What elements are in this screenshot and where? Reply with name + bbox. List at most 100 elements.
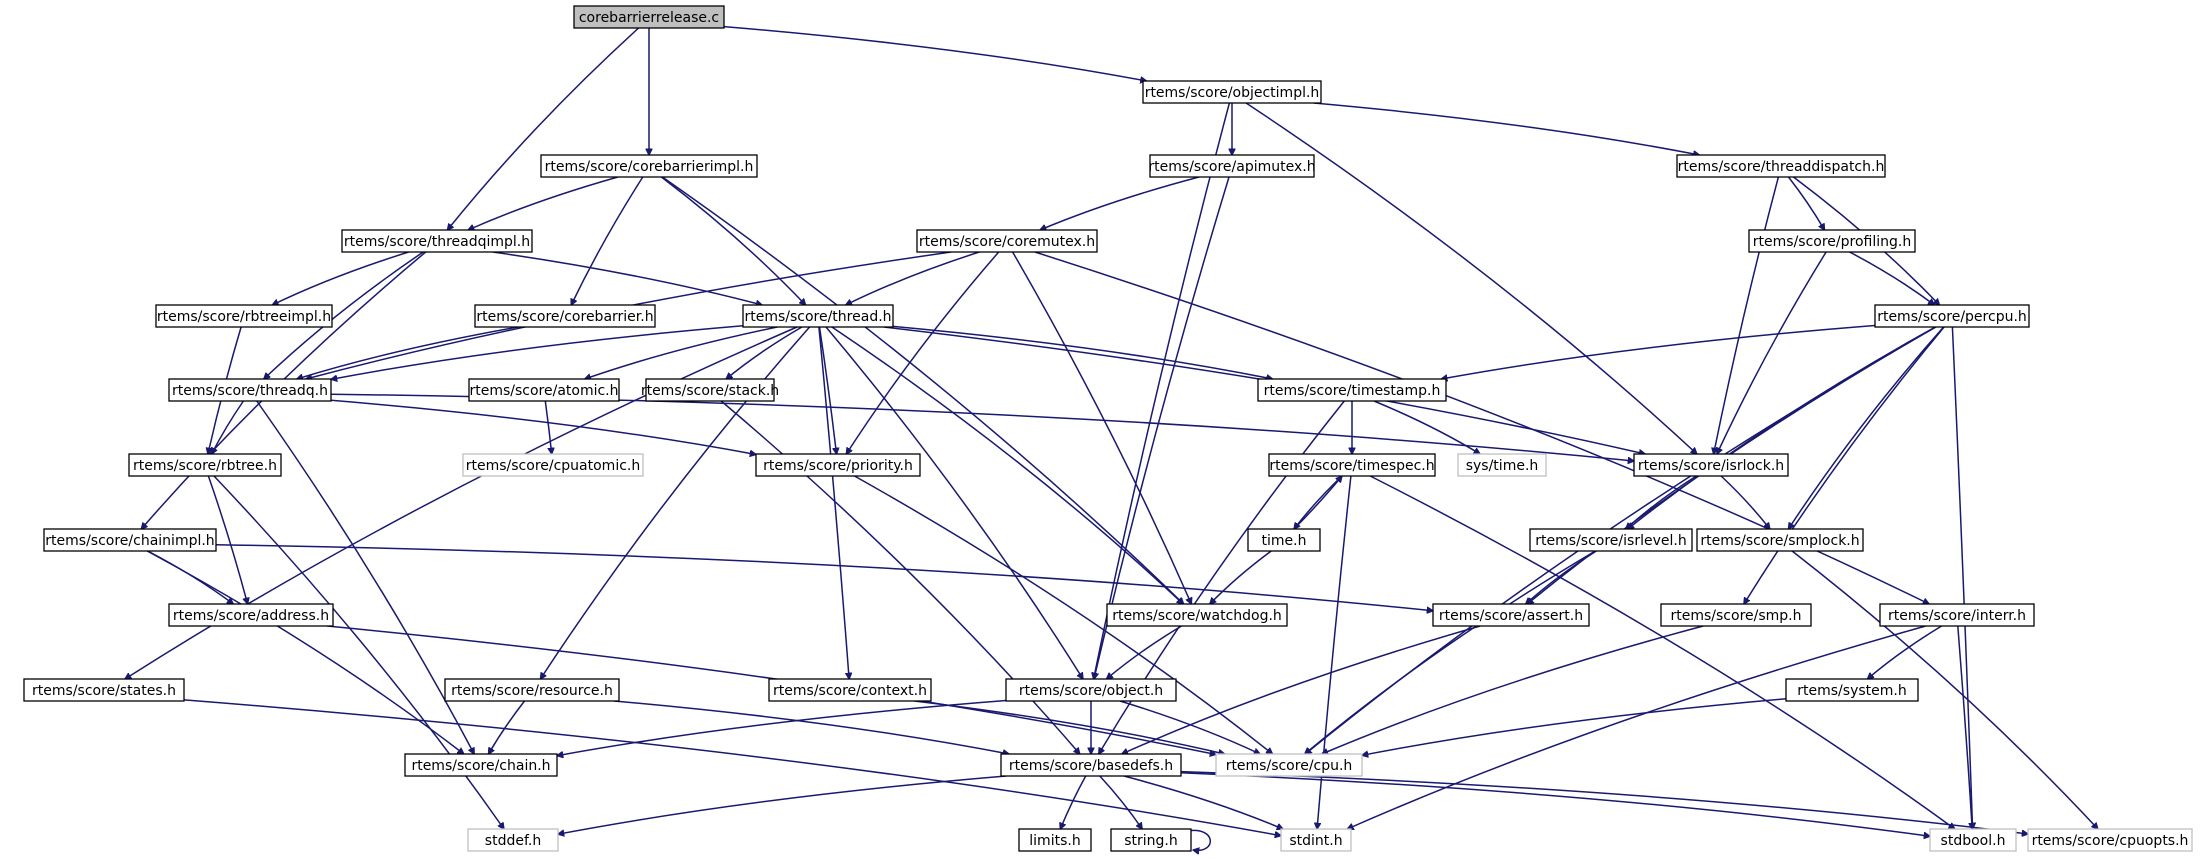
node-cpuopts[interactable]: rtems/score/cpuopts.h [2027, 828, 2193, 852]
node-corebarrierimpl[interactable]: rtems/score/corebarrierimpl.h [540, 154, 758, 178]
node-box-watchdog[interactable] [1106, 603, 1288, 627]
edge-resource-to-basedefs [613, 700, 1009, 754]
node-box-object[interactable] [1005, 678, 1177, 702]
node-rbtree[interactable]: rtems/score/rbtree.h [128, 453, 282, 477]
node-address[interactable]: rtems/score/address.h [168, 603, 334, 627]
node-box-stack[interactable] [645, 378, 775, 402]
node-rbtreeimpl[interactable]: rtems/score/rbtreeimpl.h [155, 304, 333, 328]
node-chain[interactable]: rtems/score/chain.h [404, 753, 558, 777]
node-apimutex[interactable]: rtems/score/apimutex.h [1148, 154, 1316, 178]
node-label-string: string.h [1124, 833, 1178, 849]
node-label-chain: rtems/score/chain.h [411, 758, 550, 774]
node-box-threadq[interactable] [168, 378, 332, 402]
node-label-stack: rtems/score/stack.h [641, 383, 779, 399]
node-box-threadqimpl[interactable] [341, 229, 533, 253]
node-threaddispatch[interactable]: rtems/score/threaddispatch.h [1676, 154, 1886, 178]
node-thread[interactable]: rtems/score/thread.h [742, 304, 894, 328]
node-string[interactable]: string.h [1110, 828, 1192, 852]
node-box-root[interactable] [573, 5, 725, 29]
node-isrlevel[interactable]: rtems/score/isrlevel.h [1529, 528, 1693, 552]
edge-profiling-to-isrlock [1717, 251, 1827, 454]
node-box-isrlevel[interactable] [1529, 528, 1693, 552]
node-states[interactable]: rtems/score/states.h [23, 678, 185, 702]
node-stdbool[interactable]: stdbool.h [1929, 828, 2017, 852]
node-stdint[interactable]: stdint.h [1280, 828, 1352, 852]
node-smplock[interactable]: rtems/score/smplock.h [1696, 528, 1864, 552]
node-system[interactable]: rtems/system.h [1785, 678, 1919, 702]
node-stddef[interactable]: stddef.h [467, 828, 559, 852]
node-watchdog[interactable]: rtems/score/watchdog.h [1106, 603, 1288, 627]
node-object[interactable]: rtems/score/object.h [1005, 678, 1177, 702]
node-box-interr[interactable] [1879, 603, 2035, 627]
node-box-corebarrierimpl[interactable] [540, 154, 758, 178]
node-coremutex[interactable]: rtems/score/coremutex.h [916, 229, 1098, 253]
node-box-rbtree[interactable] [128, 453, 282, 477]
node-priority[interactable]: rtems/score/priority.h [755, 453, 921, 477]
node-threadq[interactable]: rtems/score/threadq.h [168, 378, 332, 402]
node-box-limits[interactable] [1018, 828, 1092, 852]
node-profiling[interactable]: rtems/score/profiling.h [1748, 229, 1916, 253]
node-box-smp[interactable] [1660, 603, 1812, 627]
node-box-chain[interactable] [404, 753, 558, 777]
node-chainimpl[interactable]: rtems/score/chainimpl.h [43, 528, 217, 552]
edge-assert-to-basedefs [1122, 625, 1481, 754]
node-timeh[interactable]: time.h [1247, 528, 1321, 552]
node-timespec[interactable]: rtems/score/timespec.h [1268, 453, 1436, 477]
node-box-systime[interactable] [1457, 453, 1547, 477]
node-box-isrlock[interactable] [1633, 453, 1789, 477]
node-box-assert[interactable] [1432, 603, 1590, 627]
node-stack[interactable]: rtems/score/stack.h [641, 378, 779, 402]
node-box-objectimpl[interactable] [1142, 80, 1322, 104]
node-label-smp: rtems/score/smp.h [1671, 608, 1802, 624]
node-basedefs[interactable]: rtems/score/basedefs.h [1000, 753, 1182, 777]
node-box-basedefs[interactable] [1000, 753, 1182, 777]
node-systime[interactable]: sys/time.h [1457, 453, 1547, 477]
node-timestamp[interactable]: rtems/score/timestamp.h [1257, 378, 1447, 402]
node-context[interactable]: rtems/score/context.h [768, 678, 932, 702]
node-resource[interactable]: rtems/score/resource.h [444, 678, 620, 702]
node-box-address[interactable] [168, 603, 334, 627]
node-root[interactable]: corebarrierrelease.c [573, 5, 725, 29]
node-box-chainimpl[interactable] [43, 528, 217, 552]
node-box-cpuatomic[interactable] [462, 453, 644, 477]
node-box-stddef[interactable] [467, 828, 559, 852]
node-interr[interactable]: rtems/score/interr.h [1879, 603, 2035, 627]
node-box-timeh[interactable] [1247, 528, 1321, 552]
edge-threadq-to-chain [256, 400, 474, 754]
node-box-states[interactable] [23, 678, 185, 702]
node-atomic[interactable]: rtems/score/atomic.h [468, 378, 620, 402]
node-box-cpuopts[interactable] [2027, 828, 2193, 852]
node-isrlock[interactable]: rtems/score/isrlock.h [1633, 453, 1789, 477]
node-box-threaddispatch[interactable] [1676, 154, 1886, 178]
node-box-string[interactable] [1110, 828, 1192, 852]
node-box-timespec[interactable] [1268, 453, 1436, 477]
node-objectimpl[interactable]: rtems/score/objectimpl.h [1142, 80, 1322, 104]
node-box-thread[interactable] [742, 304, 894, 328]
node-limits[interactable]: limits.h [1018, 828, 1092, 852]
node-percpu[interactable]: rtems/score/percpu.h [1874, 304, 2030, 328]
node-smp[interactable]: rtems/score/smp.h [1660, 603, 1812, 627]
node-box-rbtreeimpl[interactable] [155, 304, 333, 328]
node-threadqimpl[interactable]: rtems/score/threadqimpl.h [341, 229, 533, 253]
node-box-atomic[interactable] [468, 378, 620, 402]
node-box-corebarrier[interactable] [474, 304, 656, 328]
node-box-smplock[interactable] [1696, 528, 1864, 552]
node-box-priority[interactable] [755, 453, 921, 477]
node-box-system[interactable] [1785, 678, 1919, 702]
node-box-resource[interactable] [444, 678, 620, 702]
node-cpu[interactable]: rtems/score/cpu.h [1215, 753, 1363, 777]
node-corebarrier[interactable]: rtems/score/corebarrier.h [474, 304, 656, 328]
node-box-context[interactable] [768, 678, 932, 702]
node-label-apimutex: rtems/score/apimutex.h [1148, 159, 1315, 175]
node-cpuatomic[interactable]: rtems/score/cpuatomic.h [462, 453, 644, 477]
node-box-apimutex[interactable] [1149, 154, 1315, 178]
node-assert[interactable]: rtems/score/assert.h [1432, 603, 1590, 627]
node-box-timestamp[interactable] [1257, 378, 1447, 402]
node-label-cpu: rtems/score/cpu.h [1226, 758, 1353, 774]
node-box-stdint[interactable] [1280, 828, 1352, 852]
node-box-profiling[interactable] [1748, 229, 1916, 253]
node-box-cpu[interactable] [1215, 753, 1363, 777]
node-box-coremutex[interactable] [916, 229, 1098, 253]
node-box-percpu[interactable] [1874, 304, 2030, 328]
node-box-stdbool[interactable] [1929, 828, 2017, 852]
